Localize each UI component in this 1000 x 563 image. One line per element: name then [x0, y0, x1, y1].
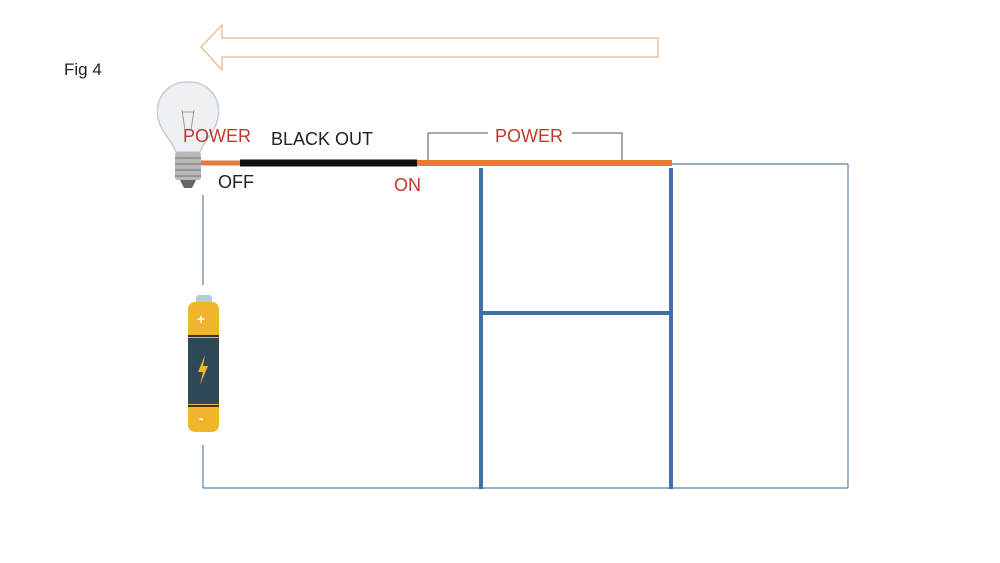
label-power-right: POWER — [495, 126, 564, 146]
direction-arrow-left — [200, 23, 659, 72]
circuit-frame — [202, 163, 849, 489]
label-power-left: POWER — [183, 126, 252, 146]
battery-icon — [188, 295, 219, 432]
label-off: OFF — [218, 172, 254, 192]
blue-grid-lines — [479, 168, 673, 489]
figure-label: Fig 4 — [64, 60, 102, 79]
battery-plus: + — [197, 311, 206, 327]
light-bulb-icon — [156, 81, 220, 188]
power-bracket — [427, 132, 488, 160]
lightning-icon — [198, 355, 208, 385]
label-on: ON — [394, 175, 421, 195]
power-bracket-right — [572, 132, 623, 160]
battery-minus: - — [199, 410, 204, 426]
label-black-out: BLACK OUT — [271, 129, 374, 149]
